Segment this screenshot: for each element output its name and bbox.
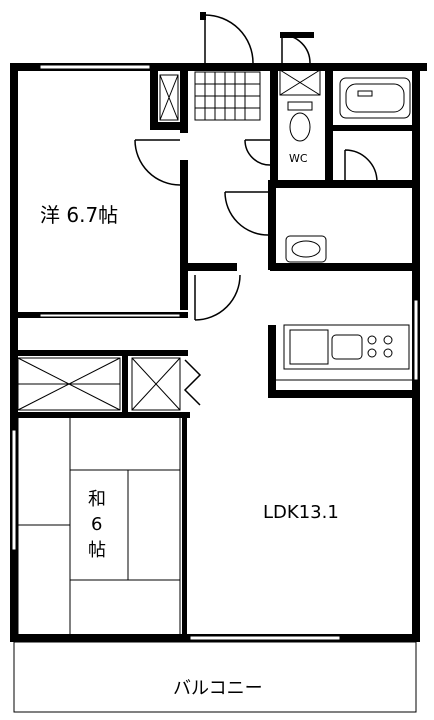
label-western-room: 洋 6.7帖 bbox=[40, 203, 118, 227]
windows bbox=[11, 64, 419, 641]
label-balcony: バルコニー bbox=[173, 678, 263, 699]
washroom bbox=[224, 191, 327, 263]
label-ldk: LDK13.1 bbox=[263, 502, 339, 523]
ldk-door bbox=[194, 274, 241, 321]
entry-storage bbox=[159, 12, 321, 121]
bathroom bbox=[339, 77, 411, 183]
label-wc: WC bbox=[289, 152, 308, 165]
interior-walls bbox=[10, 63, 420, 635]
label-japanese-room-1: 和 bbox=[88, 489, 106, 510]
balcony bbox=[13, 641, 417, 713]
wc-room bbox=[244, 101, 313, 166]
western-door bbox=[134, 139, 181, 186]
storage-closets bbox=[17, 357, 202, 411]
label-japanese-room-3: 帖 bbox=[88, 540, 106, 561]
tatami-mats bbox=[17, 418, 181, 634]
kitchen-counter bbox=[276, 324, 420, 381]
label-japanese-room-2: 6 bbox=[91, 514, 102, 535]
